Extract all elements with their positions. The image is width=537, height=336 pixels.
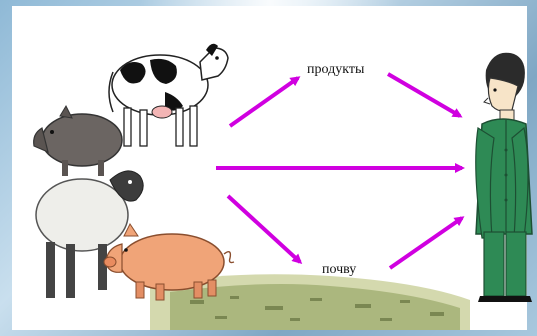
arrows [216, 74, 462, 268]
arrow-products-to-man [388, 74, 460, 116]
label-soil: почву [322, 262, 356, 278]
arrow-soil-to-man [390, 218, 462, 268]
label-products: продукты [307, 62, 364, 78]
cow-illustration [109, 44, 228, 146]
pig-illustration [104, 224, 234, 300]
boar-illustration [34, 106, 122, 176]
arrow-animals-to-soil [228, 196, 300, 262]
arrow-animals-to-products [230, 78, 298, 126]
man-illustration [476, 53, 532, 302]
